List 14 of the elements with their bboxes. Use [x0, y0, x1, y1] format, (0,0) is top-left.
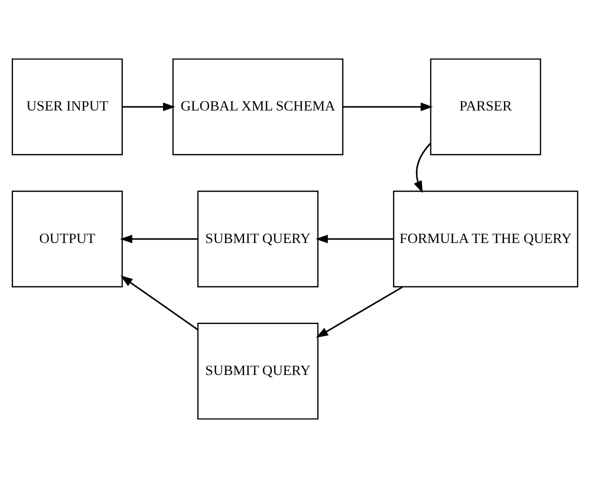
arrow — [122, 102, 176, 111]
arrow — [316, 286, 403, 338]
node-box: USER INPUT — [12, 58, 123, 155]
node-box: PARSER — [430, 58, 542, 155]
node-box: SUBMIT QUERY — [197, 190, 318, 287]
node-box: OUTPUT — [12, 190, 123, 287]
node-box: SUBMIT QUERY — [197, 322, 318, 420]
arrow — [342, 102, 433, 111]
arrow — [120, 234, 198, 243]
arrow — [414, 142, 432, 193]
node-box: GLOBAL XML SCHEMA — [172, 58, 344, 155]
arrow — [316, 234, 394, 243]
arrow — [120, 275, 198, 330]
node-box: FORMULA TE THE QUERY — [393, 190, 578, 287]
